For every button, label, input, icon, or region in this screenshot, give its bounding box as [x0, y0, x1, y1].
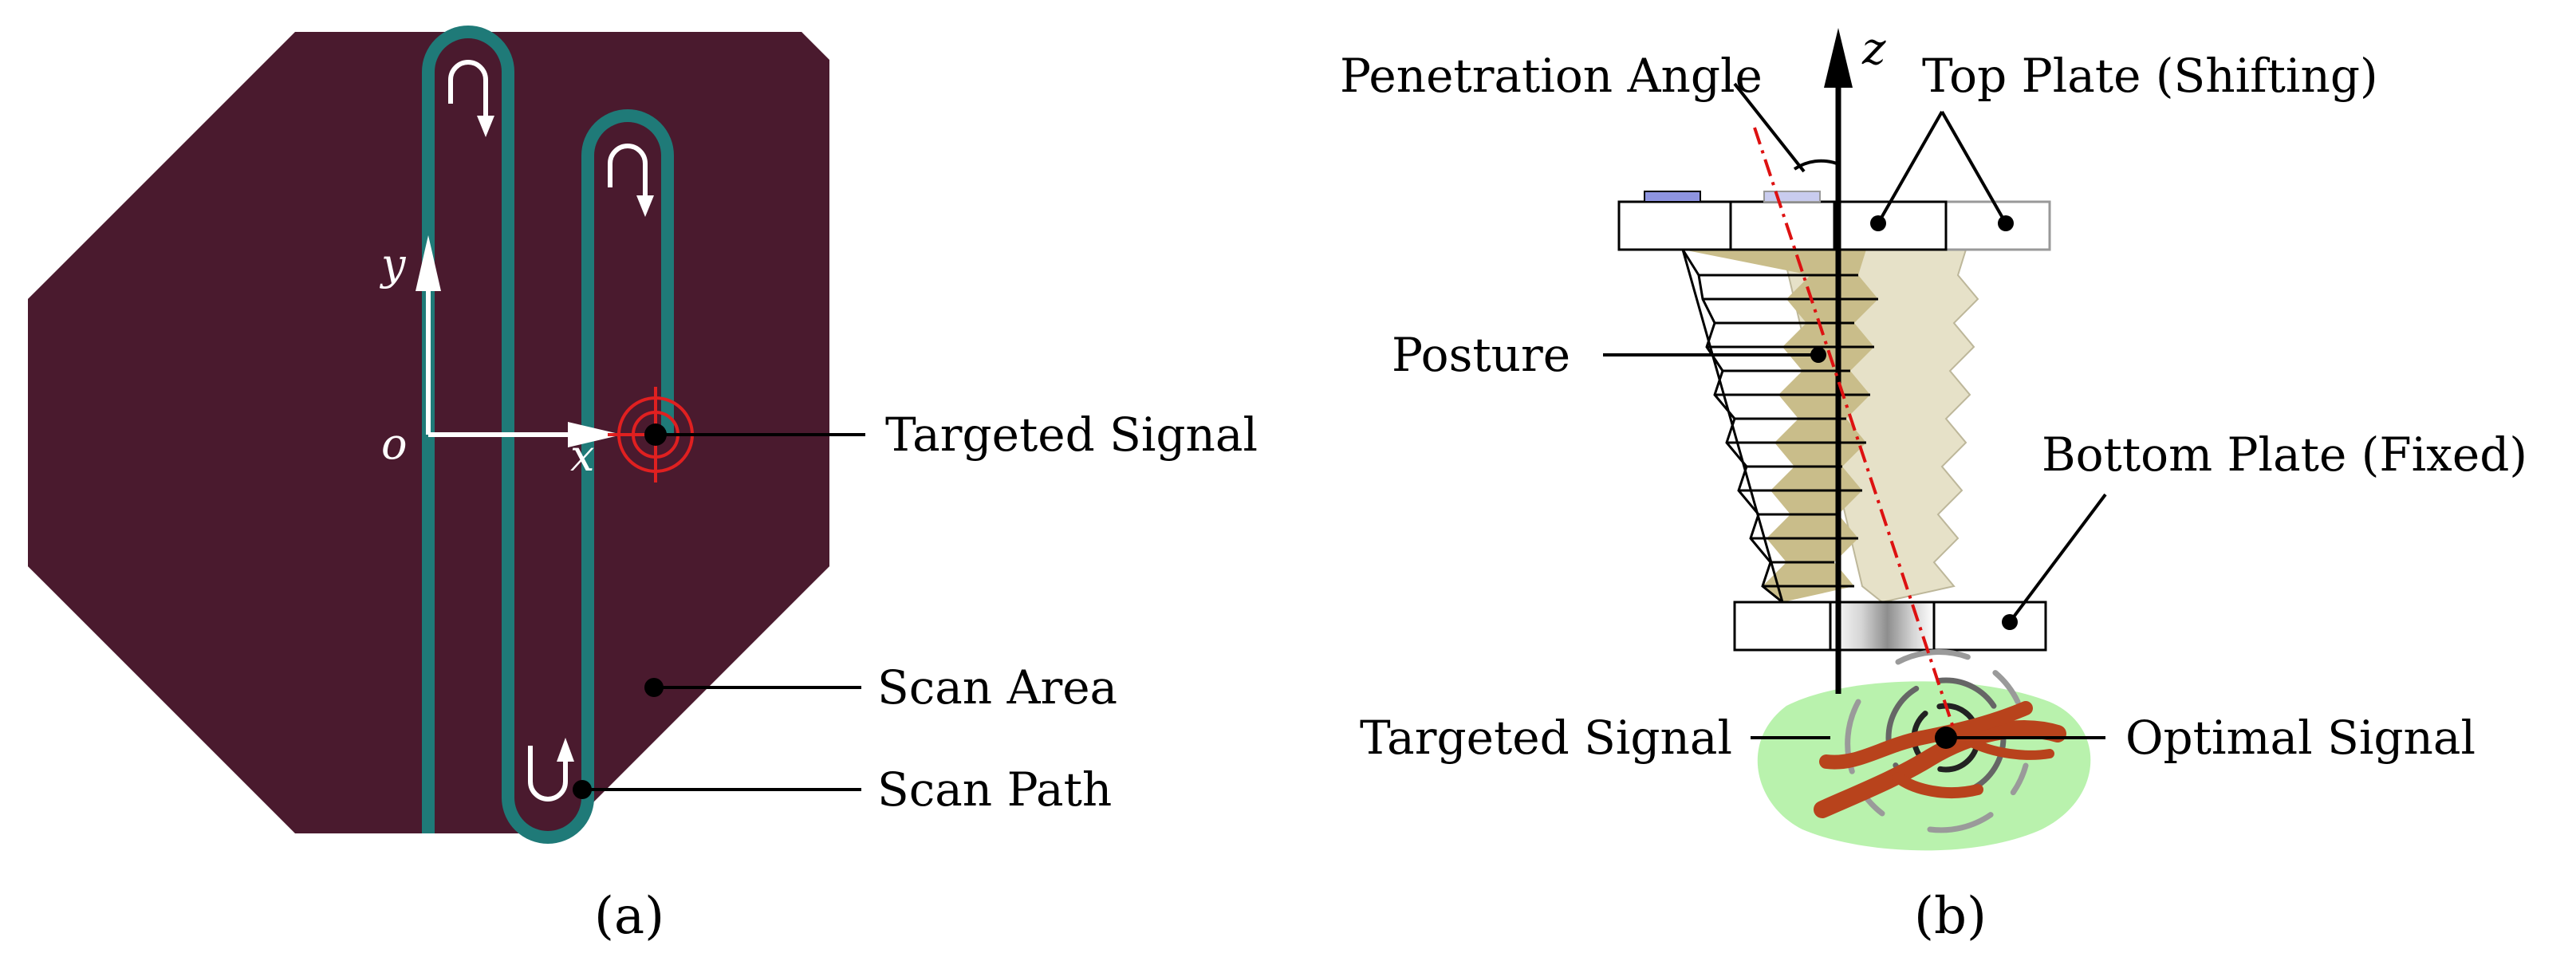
top-plate-leader-1	[1877, 111, 1944, 224]
targeted-signal-label-a: Targeted Signal	[885, 408, 1258, 462]
posture-outline	[1681, 249, 1785, 606]
scan-path	[422, 26, 674, 844]
optimal-signal-label: Optimal Signal	[2125, 711, 2476, 765]
penetration-angle-arc	[1793, 159, 1837, 171]
arrowhead-down-2	[636, 195, 654, 217]
origin-label: o	[381, 419, 408, 469]
direction-arrow-top-right	[608, 144, 648, 199]
panel-a: y o x Targeted Signal Scan Area Scan Pat…	[28, 26, 1258, 946]
posture-label: Posture	[1392, 328, 1570, 382]
posture-body	[1683, 250, 1878, 602]
bottom-plate-label: Bottom Plate (Fixed)	[2042, 427, 2527, 482]
z-axis-label: z	[1861, 23, 1886, 75]
penetration-line	[1753, 127, 1956, 731]
penetration-angle-label: Penetration Angle	[1340, 49, 1763, 103]
top-plate-leader-2	[1940, 111, 2007, 224]
bottom-plate-left	[1733, 601, 1832, 652]
direction-arrow-top-left	[448, 60, 488, 120]
posture-dot	[1810, 347, 1826, 363]
bottom-plate-center	[1829, 601, 1936, 652]
plate-marker-2	[1763, 191, 1821, 203]
bottom-plate-right	[1932, 601, 2047, 652]
z-axis-arrowhead	[1824, 28, 1853, 88]
y-axis-label: y	[380, 239, 407, 290]
scan-area-label: Scan Area	[877, 660, 1117, 715]
penetration-angle-leader	[1733, 82, 1806, 173]
y-axis-arrowhead	[416, 235, 441, 291]
top-plate-segment-3	[1833, 200, 1948, 251]
vessel	[1814, 701, 2066, 818]
direction-arrow-bottom	[528, 746, 568, 802]
top-plate-dot-1	[1870, 215, 1886, 231]
x-axis-arrowhead	[568, 422, 622, 447]
top-plate-label: Top Plate (Shifting)	[1922, 49, 2378, 103]
panel-b: z Penetration Angle Top Plate (Shifting)…	[1340, 23, 2527, 946]
arrowhead-up-1	[557, 738, 574, 762]
caption-b: (b)	[1914, 887, 1987, 946]
plate-marker-1	[1644, 191, 1701, 203]
bottom-plate-dot	[2002, 614, 2018, 630]
x-axis-label: x	[570, 431, 594, 481]
targeted-signal-label-b: Targeted Signal	[1360, 711, 1732, 765]
top-plate-segment-1	[1617, 200, 1732, 251]
bottom-plate-leader	[2008, 493, 2107, 624]
caption-a: (a)	[594, 887, 664, 946]
arrowhead-down-1	[477, 116, 494, 137]
top-plate-segment-2	[1729, 200, 1836, 251]
top-plate-dot-2	[1998, 215, 2014, 231]
top-plate-shifted-segment-2	[1936, 200, 2051, 251]
scan-path-label: Scan Path	[877, 762, 1112, 817]
